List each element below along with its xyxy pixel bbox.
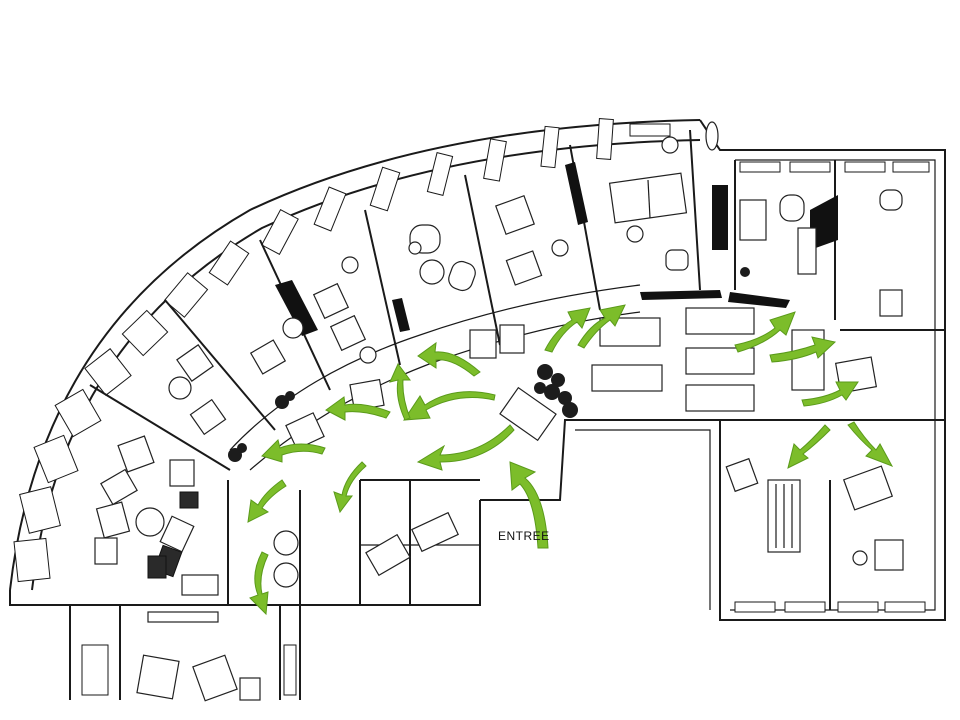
circulation-arrow-icon <box>544 307 591 353</box>
circulation-arrow-icon <box>417 341 481 377</box>
circulation-arrow-icon <box>416 424 515 471</box>
plants <box>228 267 750 462</box>
circulation-arrow-icon <box>734 311 796 353</box>
circulation-arrow-icon <box>333 461 367 514</box>
window-row <box>13 118 930 696</box>
plant-icon <box>740 267 750 277</box>
circulation-arrow-icon <box>261 439 326 463</box>
circulation-arrow-icon <box>769 336 837 363</box>
plant-icon <box>228 443 247 462</box>
entrance-label: ENTREE <box>498 529 550 543</box>
glass-panels <box>275 162 838 336</box>
circulation-arrow-icon <box>249 551 269 616</box>
circulation-arrow-icon <box>509 461 549 549</box>
circulation-arrow-icon <box>577 304 626 349</box>
circulation-arrows <box>247 304 894 616</box>
circulation-arrow-icon <box>325 396 391 421</box>
circulation-arrow-icon <box>787 424 831 469</box>
circulation-arrow-icon <box>247 479 287 523</box>
partitions <box>89 129 945 610</box>
circulation-arrow-icon <box>801 381 859 407</box>
circulation-arrow-icon <box>389 363 411 421</box>
plant-icon <box>275 391 295 409</box>
furniture <box>94 121 904 702</box>
plant-icon <box>534 364 578 418</box>
circulation-arrow-icon <box>847 421 894 467</box>
circulation-arrow-icon <box>403 391 496 421</box>
